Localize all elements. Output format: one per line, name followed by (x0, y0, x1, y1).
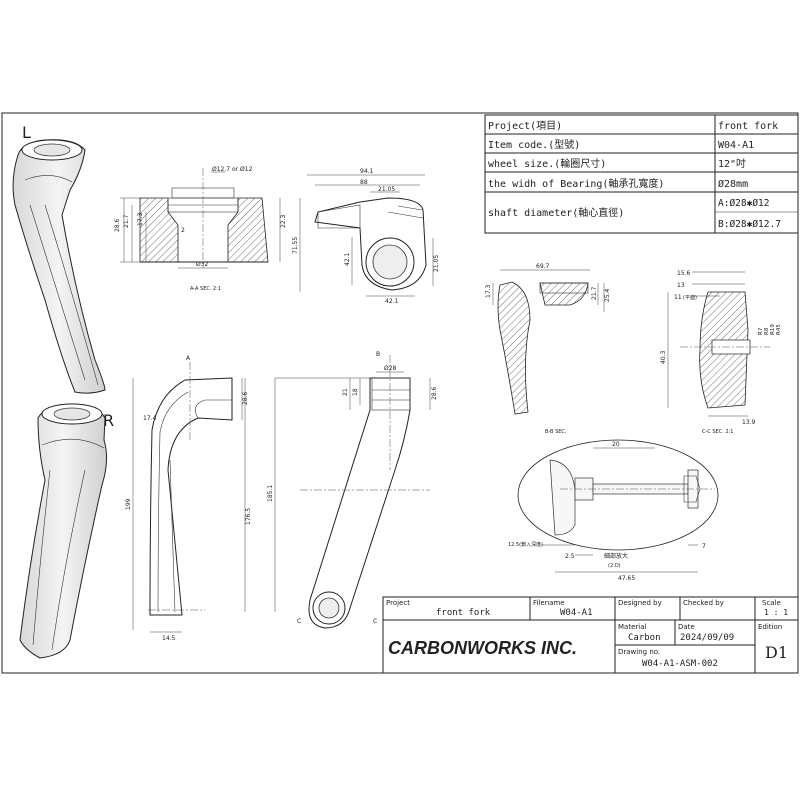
cc-dim-r1: R7 (758, 327, 764, 335)
dd-caption: (2:D) (608, 563, 621, 569)
side-view-b: Ø28 185.1 28.6 21 18 B C C (267, 351, 438, 629)
aa-caption: A-A SEC. 2:1 (190, 286, 221, 292)
tb-date-label: Date (678, 623, 695, 631)
tb-designed-label: Designed by (618, 599, 662, 607)
cc-dim-r2: R8 (764, 327, 770, 335)
tb-project-value: front fork (436, 608, 491, 618)
spec-label-shaft: shaft diameter(軸心直徑) (488, 206, 624, 219)
top-dim-h: 71.55 (292, 237, 299, 254)
cc-caption: C-C SEC. 2:1 (702, 429, 733, 435)
svb-marker-c-left: C (297, 618, 301, 625)
section-cc: 15.6 13 11 (平面) 40.3 13.9 R7 R8 R19 R45 … (660, 270, 782, 435)
aa-dim-top: Ø12.7 or Ø12 (212, 166, 253, 173)
spec-value-shaft-b: B:Ø28✱Ø12.7 (718, 219, 781, 230)
tb-material-label: Material (618, 623, 646, 631)
top-view: 94.1 88 21.05 71.55 42.1 21.05 42.1 (292, 168, 440, 305)
dd-title: 細部放大 (604, 552, 628, 560)
tb-edition-value: D1 (765, 643, 788, 662)
right-view-label: R (103, 411, 114, 430)
aa-dim-chamfer: 2 (181, 227, 185, 234)
dd-dim-b: 2.5 (565, 553, 575, 560)
spec-label-wheel-size: wheel size.(輪圈尺寸) (488, 157, 606, 170)
sva-dim-w: 14.5 (162, 635, 176, 642)
bb-dim-h2: 21.7 (591, 286, 598, 300)
detail-d: 20 2.5 7 47.65 12.5(鎖入深度) 細部放大 (2:D) (508, 439, 719, 582)
sva-dim-h1: 199 (125, 498, 132, 510)
bb-dim-h1: 17.3 (485, 284, 492, 298)
iso-view-right (19, 403, 108, 659)
tb-edition-label: Edition (758, 623, 782, 631)
dd-dim-c: 7 (702, 543, 706, 550)
spec-value-shaft-a: A:Ø28✱Ø12 (718, 198, 769, 209)
aa-dim-h3: 17.3 (137, 212, 144, 226)
aa-dim-right: 22.3 (280, 214, 287, 228)
spec-value-project: front fork (718, 121, 778, 132)
tb-material-value: Carbon (628, 633, 661, 643)
tb-project-label: Project (386, 599, 410, 607)
section-bb: 69.7 17.3 21.7 25.4 B-B SEC. (485, 263, 611, 435)
svb-dim-s1: 21 (342, 388, 349, 396)
side-view-a: 199 176.5 14.5 28.6 17.4 A (125, 355, 252, 642)
sva-dim-h2: 176.5 (245, 508, 252, 525)
spec-label-item-code: Item code.(型號) (488, 138, 580, 151)
spec-table: Project(項目) front fork Item code.(型號) W0… (484, 114, 799, 234)
tb-filename-label: Filename (533, 599, 565, 607)
svb-dim-r: 28.6 (431, 386, 438, 400)
tb-filename-value: W04-A1 (560, 608, 593, 618)
tb-company: CARBONWORKS INC. (388, 638, 577, 658)
sva-dim-r: 17.4 (143, 415, 157, 422)
cc-dim-r3: R19 (770, 324, 776, 335)
cc-dim-t2: 13 (677, 282, 685, 289)
tb-date-value: 2024/09/09 (680, 633, 734, 643)
cc-dim-h: 40.3 (660, 350, 667, 364)
svb-dim-top: Ø28 (384, 365, 397, 372)
dd-dim-d: 47.65 (618, 575, 635, 582)
section-aa: Ø12.7 or Ø12 28.6 21.7 17.3 Ø32 22.3 2 A… (114, 166, 287, 292)
tb-checked-label: Checked by (683, 599, 724, 607)
top-dim-bottom: 42.1 (385, 298, 399, 305)
dd-note: 12.5(鎖入深度) (508, 541, 543, 548)
spec-label-bearing: the widh of Bearing(軸承孔寬度) (488, 177, 664, 190)
svb-dim-s2: 18 (352, 388, 359, 396)
tb-drawing-label: Drawing no. (618, 648, 660, 656)
aa-dim-h1: 28.6 (114, 218, 121, 232)
cc-dim-t3-note: (平面) (683, 295, 697, 301)
bb-dim-w: 69.7 (536, 263, 550, 270)
top-dim-w1: 94.1 (360, 168, 374, 175)
tb-scale-value: 1 : 1 (764, 608, 788, 617)
left-view-label: L (22, 123, 31, 142)
bb-dim-h3: 25.4 (604, 288, 611, 302)
spec-value-bearing: Ø28mm (718, 178, 748, 190)
aa-dim-h2: 21.7 (123, 214, 130, 228)
svb-marker-c-right: C (373, 618, 377, 625)
cc-dim-t3: 11 (674, 294, 682, 301)
spec-value-wheel-size: 12"吋 (718, 158, 746, 170)
top-dim-h2: 42.1 (344, 252, 351, 266)
sva-marker-a: A (186, 355, 191, 362)
cc-dim-b: 13.9 (742, 419, 756, 426)
cc-dim-r4: R45 (776, 324, 782, 335)
top-dim-r: 21.05 (433, 255, 440, 272)
title-block: Project front fork Filename W04-A1 Desig… (382, 596, 799, 674)
svb-marker-b: B (376, 351, 380, 358)
dd-dim-a: 20 (612, 441, 620, 448)
top-dim-w2: 88 (360, 179, 368, 186)
spec-value-item-code: W04-A1 (718, 140, 754, 151)
tb-scale-label: Scale (762, 599, 781, 607)
spec-label-project: Project(項目) (488, 120, 562, 132)
sva-dim-top: 28.6 (242, 391, 249, 405)
top-dim-w3: 21.05 (378, 186, 395, 193)
iso-view-left (12, 139, 106, 394)
bb-caption: B-B SEC. (545, 429, 567, 435)
tb-drawing-value: W04-A1-ASM-002 (642, 659, 718, 669)
cc-dim-t1: 15.6 (677, 270, 691, 277)
aa-dim-bore: Ø32 (196, 261, 209, 268)
svb-dim-h1: 185.1 (267, 485, 274, 502)
